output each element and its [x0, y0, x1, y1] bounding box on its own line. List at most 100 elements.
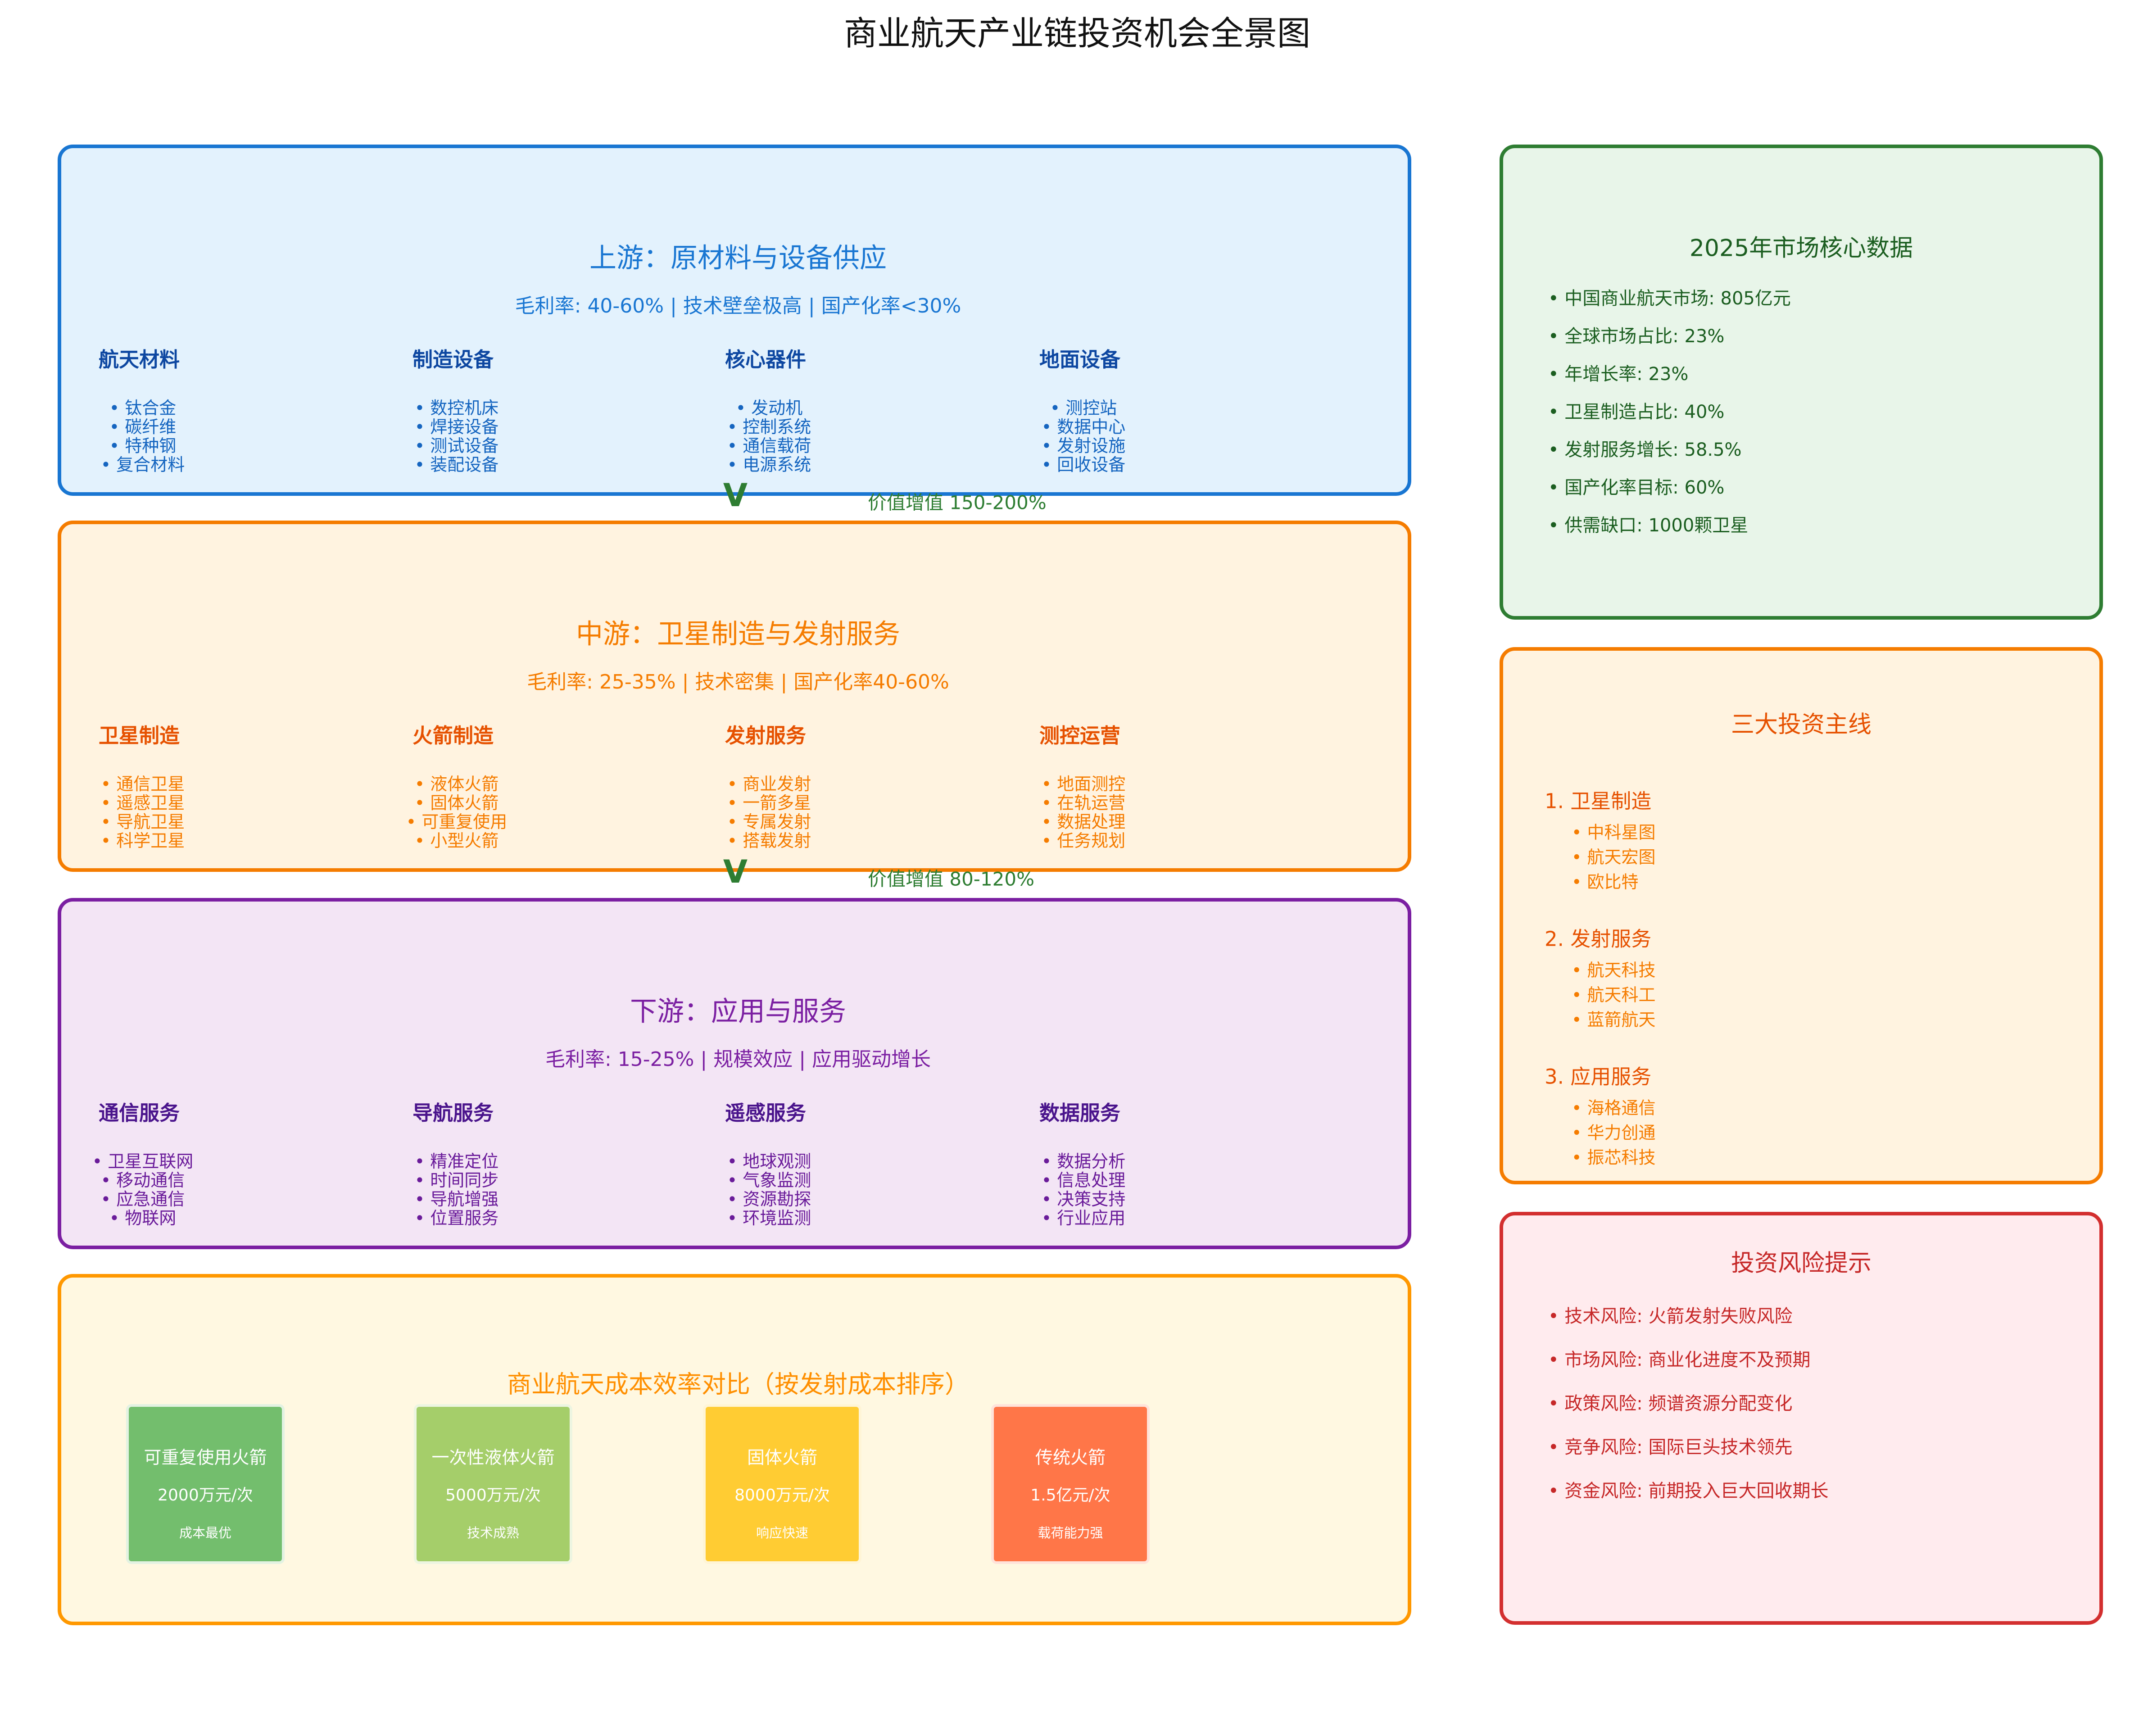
list-item: • 小型火箭 — [414, 831, 499, 851]
category-items: • 通信卫星• 遥感卫星• 导航卫星• 科学卫星 — [99, 775, 187, 850]
upstream-panel: 上游：原材料与设备供应毛利率: 40-60% | 技术壁垒极高 | 国产化率<3… — [58, 145, 1411, 496]
investment-lines-title: 三大投资主线 — [1731, 711, 1872, 739]
category-items: • 卫星互联网• 移动通信• 应急通信• 物联网 — [92, 1152, 194, 1228]
list-item: • 物联网 — [109, 1208, 177, 1228]
category-header: 核心器件 — [725, 348, 807, 372]
category-header: 卫星制造 — [99, 724, 180, 748]
category-items: • 数控机床• 焊接设备• 测试设备• 装配设备 — [412, 399, 501, 474]
midstream-panel: 中游：卫星制造与发射服务毛利率: 25-35% | 技术密集 | 国产化率40-… — [58, 521, 1411, 872]
list-item: • 搭载发射 — [727, 831, 811, 851]
midstream-title: 中游：卫星制造与发射服务 — [576, 618, 900, 650]
list-item: • 位置服务 — [414, 1208, 499, 1228]
market-stat: • 发射服务增长: 58.5% — [1548, 440, 1742, 460]
list-item: • 任务规划 — [1041, 831, 1126, 851]
list-item: • 移动通信 — [100, 1170, 185, 1190]
list-item: • 焊接设备 — [414, 417, 499, 437]
launch-cost: 2000万元/次 — [158, 1486, 253, 1505]
list-item: • 碳纤维 — [109, 417, 177, 437]
rocket-type: 可重复使用火箭 — [144, 1448, 267, 1468]
list-item: • 信息处理 — [1041, 1170, 1126, 1190]
downstream-title: 下游：应用与服务 — [630, 996, 846, 1028]
rocket-feature: 载荷能力强 — [1038, 1525, 1103, 1541]
list-item: • 复合材料 — [100, 455, 185, 475]
list-item: • 环境监测 — [727, 1208, 811, 1228]
list-item: • 在轨运营 — [1041, 793, 1126, 813]
risk-warning-title: 投资风险提示 — [1731, 1250, 1872, 1277]
market-data-panel: 2025年市场核心数据 • 中国商业航天市场: 805亿元• 全球市场占比: 2… — [1500, 145, 2103, 620]
list-item: • 液体火箭 — [414, 774, 499, 794]
list-item: • 气象监测 — [727, 1170, 811, 1190]
arrow-down-icon: V — [723, 853, 748, 890]
list-item: • 一箭多星 — [727, 793, 811, 813]
list-item: • 发射设施 — [1041, 436, 1126, 456]
investment-line-heading: 3. 应用服务 — [1545, 1065, 1652, 1089]
category-header: 地面设备 — [1039, 348, 1121, 372]
category-header: 火箭制造 — [412, 724, 494, 748]
list-item: • 资源勘探 — [727, 1189, 811, 1209]
rocket-feature: 技术成熟 — [467, 1525, 520, 1541]
list-item: • 可重复使用 — [406, 812, 508, 832]
upstream-category: 航天材料• 钛合金• 碳纤维• 特种钢• 复合材料 — [99, 337, 187, 474]
list-item: • 钛合金 — [109, 398, 177, 418]
company-item: • 航天宏图 — [1572, 847, 1656, 867]
list-item: • 地面测控 — [1041, 774, 1126, 794]
market-stat: • 国产化率目标: 60% — [1548, 477, 1725, 498]
value-gain-label: 价值增值 80-120% — [868, 868, 1035, 890]
market-stat: • 全球市场占比: 23% — [1548, 326, 1725, 347]
category-items: • 发动机• 控制系统• 通信载荷• 电源系统 — [725, 399, 813, 474]
launch-cost: 1.5亿元/次 — [1030, 1486, 1110, 1505]
company-item: • 海格通信 — [1572, 1098, 1656, 1118]
upstream-subtitle: 毛利率: 40-60% | 技术壁垒极高 | 国产化率<30% — [515, 295, 961, 317]
page-title: 商业航天产业链投资机会全景图 — [844, 14, 1310, 53]
company-item: • 中科星图 — [1572, 822, 1656, 843]
list-item: • 数控机床 — [414, 398, 499, 418]
rocket-feature: 成本最优 — [179, 1525, 232, 1541]
category-header: 导航服务 — [412, 1101, 494, 1125]
midstream-category: 火箭制造 • 液体火箭• 固体火箭• 可重复使用• 小型火箭 — [406, 713, 508, 851]
company-item: • 航天科技 — [1572, 960, 1656, 980]
category-header: 发射服务 — [725, 724, 807, 748]
category-items: • 地面测控• 在轨运营• 数据处理• 任务规划 — [1039, 775, 1128, 850]
list-item: • 地球观测 — [727, 1151, 811, 1171]
risk-warning-panel: 投资风险提示 • 技术风险: 火箭发射失败风险• 市场风险: 商业化进度不及预期… — [1500, 1212, 2103, 1625]
list-item: • 导航增强 — [414, 1189, 499, 1209]
category-header: 通信服务 — [99, 1101, 180, 1125]
investment-line-heading: 2. 发射服务 — [1545, 927, 1652, 951]
market-stat: • 供需缺口: 1000颗卫星 — [1548, 515, 1749, 536]
cost-comparison-title: 商业航天成本效率对比（按发射成本排序） — [507, 1370, 969, 1399]
rocket-type: 传统火箭 — [1035, 1448, 1106, 1468]
list-item: • 测控站 — [1050, 398, 1117, 418]
downstream-subtitle: 毛利率: 15-25% | 规模效应 | 应用驱动增长 — [545, 1048, 931, 1071]
launch-cost: 8000万元/次 — [734, 1486, 830, 1505]
list-item: • 商业发射 — [727, 774, 811, 794]
list-item: • 应急通信 — [100, 1189, 185, 1209]
upstream-title: 上游：原材料与设备供应 — [589, 242, 887, 274]
rocket-type: 一次性液体火箭 — [431, 1448, 555, 1468]
downstream-category: 通信服务 • 卫星互联网• 移动通信• 应急通信• 物联网 — [92, 1091, 194, 1228]
list-item: • 固体火箭 — [414, 793, 499, 813]
category-items: • 精准定位• 时间同步• 导航增强• 位置服务 — [412, 1152, 501, 1228]
category-items: • 地球观测• 气象监测• 资源勘探• 环境监测 — [725, 1152, 813, 1228]
cost-comparison-panel: 商业航天成本效率对比（按发射成本排序） 可重复使用火箭 2000万元/次成本最优 一… — [58, 1274, 1411, 1625]
downstream-category: 导航服务 • 精准定位• 时间同步• 导航增强• 位置服务 — [412, 1091, 501, 1228]
list-item: • 决策支持 — [1041, 1189, 1126, 1209]
midstream-category: 测控运营• 地面测控• 在轨运营• 数据处理• 任务规划 — [1039, 713, 1128, 850]
list-item: • 电源系统 — [727, 455, 811, 475]
category-items: • 测控站• 数据中心• 发射设施• 回收设备 — [1039, 399, 1128, 474]
company-item: • 华力创通 — [1572, 1123, 1656, 1143]
risk-item: • 竞争风险: 国际巨头技术领先 — [1548, 1437, 1793, 1458]
midstream-category: 卫星制造 • 通信卫星• 遥感卫星• 导航卫星• 科学卫星 — [99, 713, 187, 850]
list-item: • 装配设备 — [414, 455, 499, 475]
category-header: 航天材料 — [99, 348, 180, 372]
list-item: • 数据处理 — [1041, 812, 1126, 832]
upstream-category: 地面设备 • 测控站• 数据中心• 发射设施• 回收设备 — [1039, 337, 1128, 474]
list-item: • 测试设备 — [414, 436, 499, 456]
category-items: • 商业发射• 一箭多星• 专属发射• 搭载发射 — [725, 775, 813, 850]
company-item: • 欧比特 — [1572, 872, 1639, 892]
list-item: • 数据中心 — [1041, 417, 1126, 437]
midstream-category: 发射服务 • 商业发射• 一箭多星• 专属发射• 搭载发射 — [725, 713, 813, 850]
list-item: • 导航卫星 — [100, 812, 185, 832]
list-item: • 时间同步 — [414, 1170, 499, 1190]
list-item: • 控制系统 — [727, 417, 811, 437]
